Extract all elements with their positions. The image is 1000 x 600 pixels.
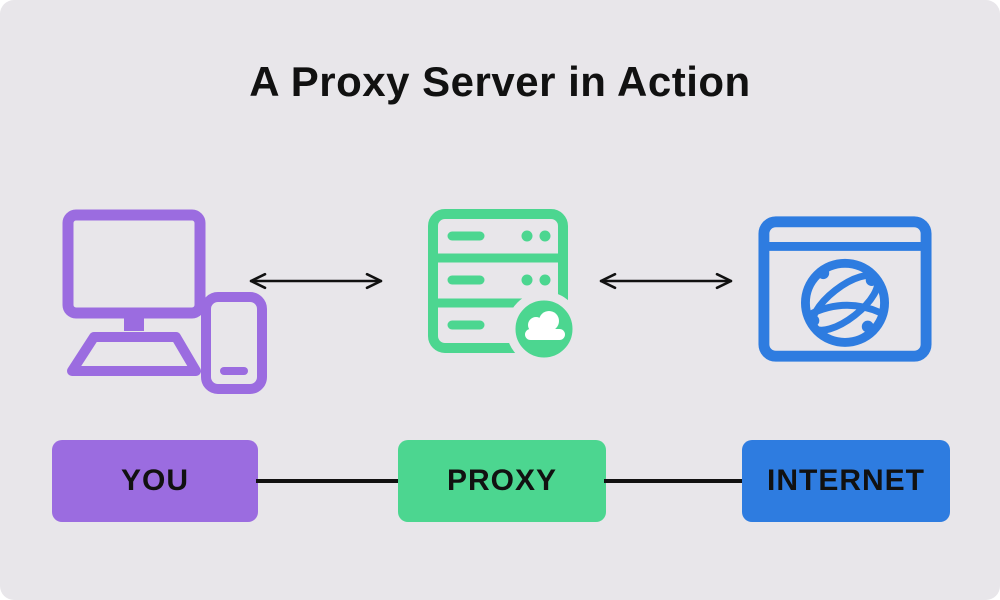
computer-phone-icon: [58, 205, 268, 395]
browser-globe-icon: [756, 213, 934, 365]
connector-you-proxy: [256, 479, 400, 483]
internet-label-box: INTERNET: [742, 440, 950, 522]
double-arrow-you-proxy: [246, 271, 386, 291]
you-label: YOU: [120, 464, 189, 497]
proxy-label: PROXY: [446, 464, 558, 497]
server-cloud-icon: [424, 205, 584, 375]
you-label-box: YOU: [52, 440, 258, 522]
internet-label: INTERNET: [767, 464, 925, 497]
connector-proxy-internet: [604, 479, 744, 483]
proxy-label-box: PROXY: [398, 440, 606, 522]
double-arrow-proxy-internet: [596, 271, 736, 291]
diagram-title: A Proxy Server in Action: [249, 58, 751, 105]
